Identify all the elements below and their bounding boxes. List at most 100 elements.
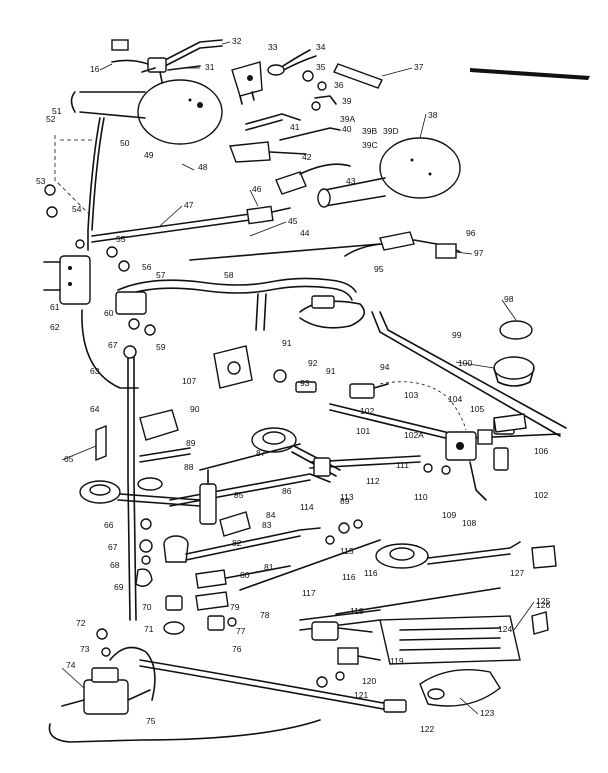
callout: 122 (420, 724, 434, 734)
burner-cap-98 (499, 320, 533, 340)
bracket-106 (493, 413, 527, 433)
callout: 103 (404, 390, 418, 400)
nuts-113-115 (325, 519, 363, 545)
callout: 40 (342, 124, 352, 134)
callout-labels: 32 16 31 33 34 35 36 37 39 39A 39B 39D 3… (36, 36, 550, 734)
tube-89 (139, 447, 191, 463)
fittings-72-73 (96, 628, 111, 657)
callout: 94 (380, 362, 390, 372)
callout: 114 (300, 502, 314, 512)
callout: 121 (354, 690, 368, 700)
callout: 31 (205, 62, 215, 72)
callout: 118 (350, 606, 364, 616)
callout: 86 (282, 486, 292, 496)
callout: 85 (234, 490, 244, 500)
callout: 90 (190, 404, 200, 414)
callout: 95 (374, 264, 384, 274)
callout: 35 (316, 62, 326, 72)
callout: 119 (390, 656, 404, 666)
tube-41b (245, 119, 283, 131)
callout: 39D (383, 126, 399, 136)
callout: 70 (142, 602, 152, 612)
manifold-62 (43, 239, 91, 305)
tube-99b (379, 311, 567, 429)
callout: 47 (184, 200, 194, 210)
fitting-70 (165, 595, 183, 611)
callout: 101 (356, 426, 370, 436)
tube-81 (225, 565, 291, 579)
callout: 89 (340, 496, 350, 506)
tube-117 (239, 539, 381, 591)
callout: 98 (504, 294, 514, 304)
callout: 52 (46, 114, 56, 124)
callout: 111 (396, 460, 409, 470)
callout: 72 (76, 618, 86, 628)
callout: 102A (404, 430, 424, 440)
callout: 56 (142, 262, 152, 272)
burner-82 (163, 527, 321, 563)
callout: 57 (156, 270, 166, 280)
tube-58 (117, 277, 357, 293)
callout: 102 (534, 490, 548, 500)
callout: 60 (104, 308, 114, 318)
callout: 106 (534, 446, 548, 456)
callout: 37 (414, 62, 424, 72)
fitting-59-60 (115, 291, 156, 336)
callout: 83 (262, 520, 272, 530)
bracket-65 (95, 424, 107, 462)
callout: 81 (264, 562, 274, 572)
callout: 99 (452, 330, 462, 340)
valve-102 (349, 383, 389, 399)
pressure-regulator-74 (48, 667, 151, 743)
pipe-63 (81, 309, 139, 389)
broil-burner-right (317, 137, 461, 208)
callout: 39 (342, 96, 352, 106)
tube-41 (245, 113, 301, 125)
nut-53-54 (44, 184, 58, 218)
burner-123 (419, 669, 501, 707)
tube-47b (91, 219, 251, 243)
callout: 63 (90, 366, 100, 376)
fitting-77-78 (207, 615, 237, 631)
nut-121 (316, 676, 328, 688)
callout: 67 (108, 542, 118, 552)
callout: 32 (232, 36, 242, 46)
callout: 69 (114, 582, 124, 592)
callout: 93 (300, 378, 310, 388)
callout: 123 (480, 708, 494, 718)
tube-86 (169, 473, 331, 501)
fitting-122 (383, 699, 407, 713)
callout: 45 (288, 216, 298, 226)
tube-86b (169, 479, 311, 507)
callout: 107 (182, 376, 196, 386)
callout: 46 (252, 184, 262, 194)
nut-109 (441, 465, 451, 475)
igniter-118 (311, 621, 373, 641)
dashed-frame (54, 135, 95, 216)
callout: 65 (64, 454, 74, 464)
fitting-92 (273, 369, 287, 383)
callout: 82 (232, 538, 242, 548)
callout: 61 (50, 302, 60, 312)
broil-burner-124 (299, 609, 521, 665)
fitting-56 (118, 260, 130, 272)
fitting-46 (246, 205, 291, 225)
callout: 51 (52, 106, 62, 116)
nut-110 (423, 463, 433, 473)
bracket-33 (231, 61, 263, 105)
callout: 42 (302, 152, 312, 162)
callout: 92 (308, 358, 318, 368)
callout: 120 (362, 676, 376, 686)
callout: 39C (362, 140, 378, 150)
bracket-84 (219, 511, 251, 537)
callout: 38 (428, 110, 438, 120)
callout: 117 (302, 588, 316, 598)
callout: 105 (470, 404, 484, 414)
callout: 66 (104, 520, 114, 530)
tube-58-drop (255, 293, 267, 331)
tube-87 (199, 443, 301, 471)
tube-bottom-75 (139, 719, 321, 741)
tube-loop-75 (109, 646, 156, 701)
callout: 89 (186, 438, 196, 448)
callout: 44 (300, 228, 310, 238)
